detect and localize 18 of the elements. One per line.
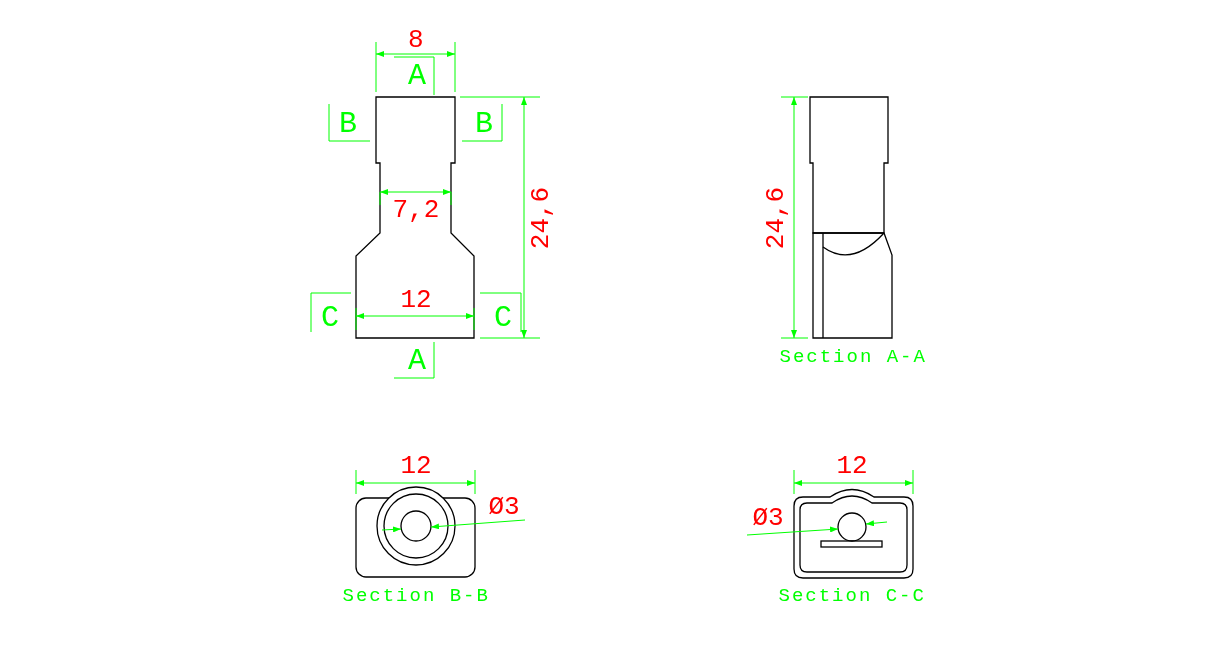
dimension-value: 24,6 — [528, 186, 555, 250]
section-marker: C — [494, 303, 512, 333]
dimension-value: 12 — [836, 453, 868, 479]
section-marker: C — [321, 303, 339, 333]
section-marker: A — [408, 346, 426, 376]
dimension-value: 12 — [400, 453, 432, 479]
dimension-value: 12 — [400, 287, 432, 313]
dimension-value: Ø3 — [488, 494, 520, 520]
section-marker: B — [475, 109, 493, 139]
dimension-value: 7,2 — [392, 197, 440, 223]
view-caption: Section B-B — [342, 586, 490, 606]
dimension-value: Ø3 — [752, 505, 784, 531]
dimension-value: 8 — [408, 27, 424, 53]
view-caption: Section C-C — [778, 586, 926, 606]
view-caption: Section A-A — [779, 347, 927, 367]
section-marker: A — [408, 61, 426, 91]
section-marker: B — [339, 109, 357, 139]
dimension-value: 24,6 — [763, 186, 790, 250]
